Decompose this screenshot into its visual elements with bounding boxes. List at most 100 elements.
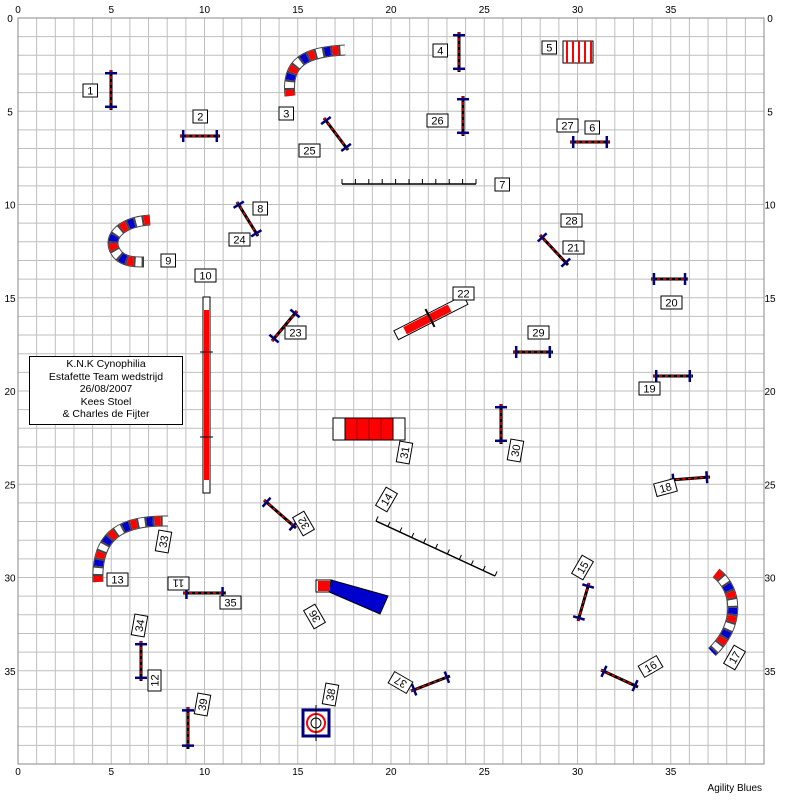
svg-text:25: 25 [303,146,315,158]
obstacle-number-4: 4 [432,43,448,58]
svg-text:9: 9 [165,256,171,268]
svg-text:13: 13 [111,575,123,587]
tick-label: 0 [15,5,21,16]
obstacle-number-9: 9 [160,253,176,268]
long-jump-7 [341,179,477,185]
tick-label: 30 [764,574,776,585]
seesaw-23 [393,294,469,341]
tick-label: 0 [7,14,13,25]
obstacle-number-20: 20 [660,295,683,310]
obstacle-number-8: 8 [252,201,268,216]
svg-text:21: 21 [567,243,579,255]
tick-label: 0 [15,767,21,778]
svg-text:4: 4 [437,46,443,58]
tunnel-3 [283,44,346,97]
tick-label: 35 [665,767,677,778]
obstacle-number-6: 6 [584,120,600,135]
dogwalk-10 [200,296,213,494]
tick-label: 25 [479,767,491,778]
jump-bar [105,70,117,110]
tick-label: 15 [764,294,776,305]
obstacle-number-27: 27 [556,118,579,133]
svg-text:11: 11 [173,577,184,589]
tick-label: 5 [767,107,773,118]
tick-label: 25 [764,480,776,491]
tick-label: 20 [764,387,776,398]
tick-label: 5 [108,5,114,16]
obstacle-number-14: 14 [374,486,399,513]
svg-text:37: 37 [393,673,410,690]
obstacle-number-24: 24 [228,232,251,247]
svg-text:8: 8 [257,204,263,216]
svg-text:12: 12 [150,674,162,686]
tick-label: 5 [108,767,114,778]
obstacle-number-19: 19 [638,381,661,396]
svg-text:2: 2 [197,112,203,124]
tick-label: 25 [4,480,16,491]
obstacle-number-10: 10 [194,268,217,283]
chute-37 [315,579,389,615]
jump-bar [320,115,352,153]
tick-label: 15 [4,294,16,305]
obstacle-number-5: 5 [541,40,557,55]
jump-bar [232,200,263,238]
tire-39 [301,705,331,741]
svg-text:20: 20 [665,298,677,310]
info-line: 26/08/2007 [79,383,133,396]
jump-bar [453,32,465,72]
svg-text:22: 22 [457,289,469,301]
info-line: & Charles de Fijter [62,408,150,421]
jump-bar [457,96,469,136]
tick-label: 10 [764,201,776,212]
obstacle-number-39: 39 [193,692,212,717]
obstacle-number-26: 26 [426,113,449,128]
info-line: Estafette Team wedstrijd [48,370,164,383]
obstacle-number-32: 32 [291,510,316,537]
obstacle-number-30: 30 [506,438,525,463]
jump-bar [135,641,147,681]
obstacle-number-22: 22 [452,286,475,301]
obstacle-number-1: 1 [82,83,98,98]
tick-label: 20 [385,767,397,778]
obstacle-number-15: 15 [570,554,595,581]
svg-text:33: 33 [158,535,172,549]
tick-label: 35 [665,5,677,16]
svg-text:32: 32 [296,515,313,532]
svg-text:36: 36 [307,608,324,625]
obstacle-number-35: 35 [219,595,242,610]
svg-text:5: 5 [546,43,552,55]
tick-label: 10 [199,767,211,778]
info-line: Kees Stoel [80,395,132,408]
svg-text:10: 10 [199,271,211,283]
svg-text:19: 19 [643,384,655,396]
svg-text:23: 23 [289,328,301,340]
obstacle-number-18: 18 [653,477,678,498]
credit-text: Agility Blues [707,783,762,794]
tick-label: 35 [4,667,16,678]
tick-label: 10 [4,201,16,212]
tick-label: 10 [199,5,211,16]
svg-text:39: 39 [197,698,211,712]
svg-text:17: 17 [727,650,744,667]
weave-5 [562,40,594,64]
tick-label: 25 [479,5,491,16]
svg-text:28: 28 [565,216,577,228]
obstacle-number-13: 13 [106,572,129,587]
obstacle-number-33: 33 [154,529,173,554]
jump-bar [570,136,610,148]
obstacle-number-25: 25 [298,143,321,158]
svg-text:30: 30 [510,444,524,458]
course-info-box: K.N.K Cynophilia Estafette Team wedstrij… [29,356,183,425]
svg-text:16: 16 [643,659,660,676]
tick-label: 0 [767,14,773,25]
jump-bar [182,707,194,749]
svg-text:7: 7 [499,180,505,192]
tunnel-13 [92,515,169,583]
svg-text:15: 15 [575,560,592,577]
svg-text:24: 24 [233,235,245,247]
tunnel-32 [332,417,406,441]
jump-bar [537,232,571,268]
tick-label: 35 [764,667,776,678]
